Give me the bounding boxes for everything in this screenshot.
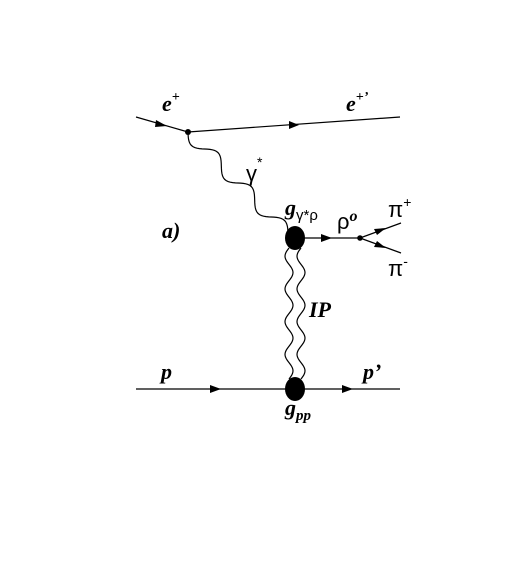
- pion-plus-label: π+: [388, 194, 411, 222]
- outgoing-positron-arrow: [289, 121, 299, 129]
- pomeron-line-right: [296, 247, 306, 380]
- pion-minus-arrow: [374, 241, 386, 248]
- pomeron-label: IP: [308, 297, 332, 322]
- pion-minus-label: π-: [388, 253, 408, 281]
- incoming-positron-arrow: [155, 120, 167, 127]
- outgoing-proton-arrow: [342, 385, 353, 393]
- photon-rho-coupling-label: gγ*ρ: [284, 195, 318, 224]
- incoming-proton-label: p: [159, 359, 172, 384]
- panel-label: a): [162, 218, 180, 243]
- incoming-positron-label: e+: [162, 90, 180, 116]
- outgoing-proton-label: p’: [361, 359, 381, 384]
- rho-meson-label: ρo: [337, 208, 358, 234]
- virtual-photon-line: [187, 131, 289, 235]
- incoming-proton-arrow: [210, 385, 221, 393]
- photon-label: γ*: [246, 154, 263, 186]
- proton-vertex-blob: [285, 377, 305, 401]
- photon-rho-vertex-blob: [285, 226, 305, 250]
- rho-meson-arrow: [321, 234, 332, 242]
- pion-plus-arrow: [374, 228, 386, 235]
- outgoing-positron-label: e+’: [346, 90, 369, 116]
- pomeron-line-left: [284, 247, 294, 380]
- proton-coupling-label: gpp: [284, 395, 312, 424]
